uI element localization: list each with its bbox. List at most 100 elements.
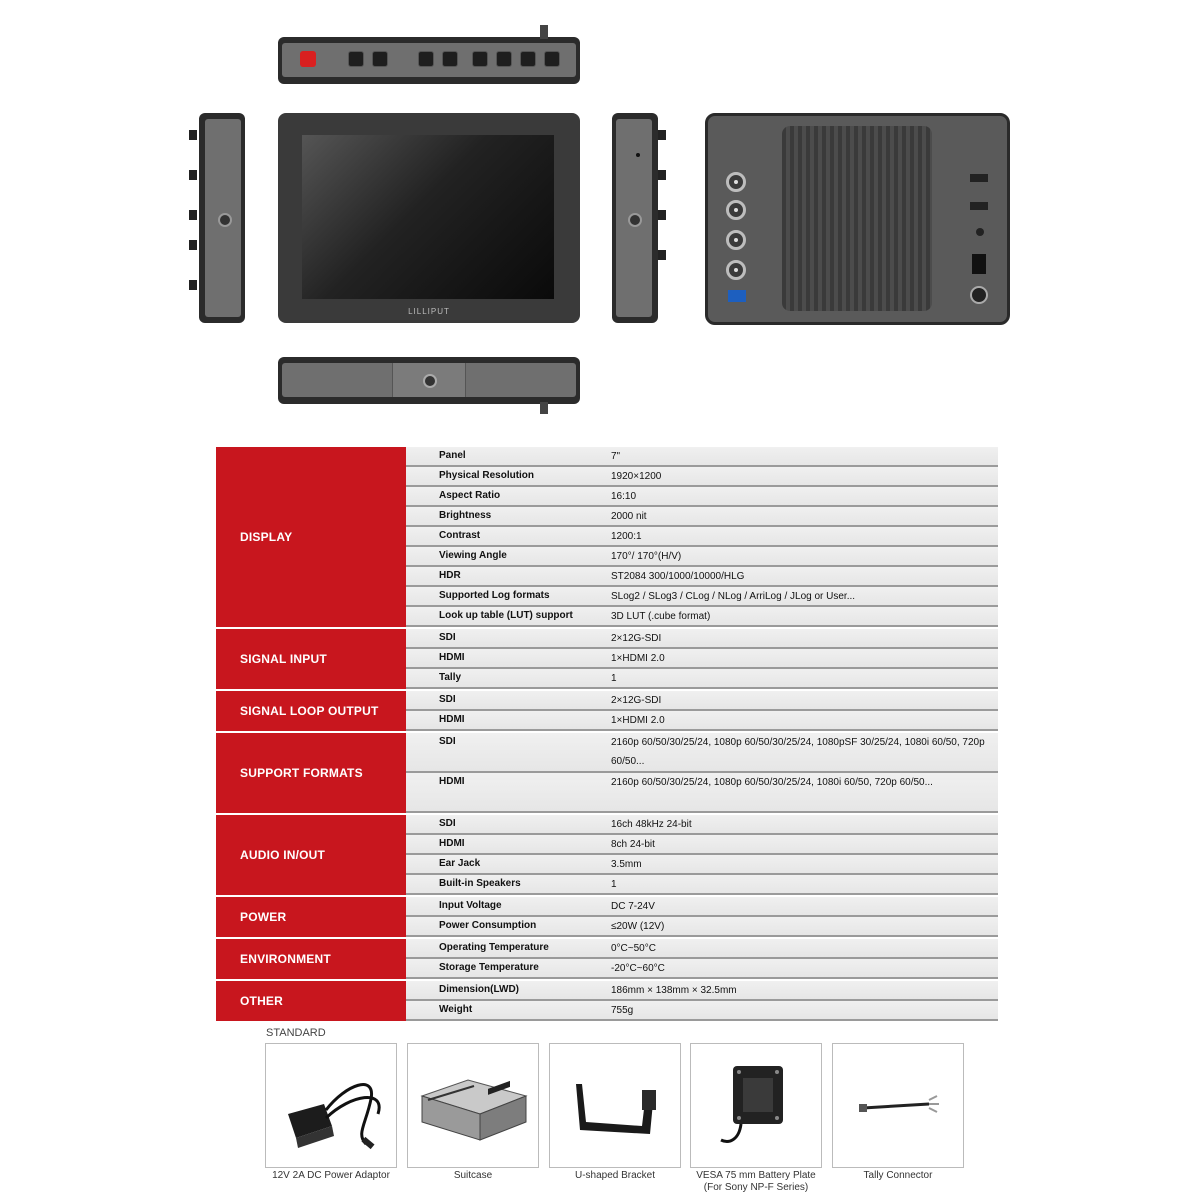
spec-group-support-formats: SUPPORT FORMATS SDI 2160p 60/50/30/25/24,…: [216, 733, 998, 815]
device-top-view: [278, 25, 580, 84]
spec-value: 3.5mm: [611, 859, 642, 870]
spec-key: SDI: [439, 694, 456, 705]
power-switch: [972, 254, 986, 274]
function-button: [544, 51, 560, 67]
spec-value: -20°C~60°C: [611, 963, 665, 974]
spec-value: 16:10: [611, 491, 637, 502]
spec-value: 1×HDMI 2.0: [611, 653, 665, 664]
accessory-caption: Tally Connector: [863, 1170, 933, 1181]
spec-key: HDMI: [439, 714, 465, 725]
device-back-view: [705, 113, 1010, 325]
spec-row: Physical Resolution 1920×1200: [406, 467, 998, 487]
function-button: [496, 51, 512, 67]
accessory-battery-plate: [690, 1043, 822, 1168]
sdi-connector: [726, 200, 746, 220]
accessory-tally-connector: [832, 1043, 964, 1168]
sdi-connector: [726, 172, 746, 192]
spec-value: 1: [611, 673, 617, 684]
function-button: [348, 51, 364, 67]
spec-row: Panel 7": [406, 447, 998, 467]
spec-category: SIGNAL INPUT: [216, 629, 406, 689]
spec-key: HDMI: [439, 652, 465, 663]
bracket-icon: [576, 1084, 656, 1134]
spec-value: ST2084 300/1000/10000/HLG: [611, 571, 745, 582]
spec-value: ≤20W (12V): [611, 921, 665, 932]
spec-key: SDI: [439, 632, 456, 643]
device-front-view: LILLIPUT: [278, 113, 580, 323]
spec-value: 7": [611, 451, 621, 462]
spec-row: SDI 2×12G-SDI: [406, 629, 998, 649]
spec-category: POWER: [216, 897, 406, 937]
spec-category: ENVIRONMENT: [216, 939, 406, 979]
spec-value: 2000 nit: [611, 511, 647, 522]
sdi-connector: [726, 260, 746, 280]
accessory-caption: Suitcase: [453, 1170, 493, 1181]
spec-value: 2×12G-SDI: [611, 633, 662, 644]
spec-key: Input Voltage: [439, 900, 502, 911]
spec-category: DISPLAY: [216, 447, 406, 627]
tally-connector-icon: [859, 1095, 939, 1113]
spec-key: Weight: [439, 1004, 473, 1015]
spec-key: Viewing Angle: [439, 550, 507, 561]
spec-row: Power Consumption ≤20W (12V): [406, 917, 998, 937]
spec-row: Tally 1: [406, 669, 998, 689]
spec-key: Look up table (LUT) support: [439, 610, 573, 621]
spec-key: Dimension(LWD): [439, 984, 519, 995]
spec-value: 0°C~50°C: [611, 943, 656, 954]
spec-key: Tally: [439, 672, 462, 683]
usb-port: [728, 290, 746, 302]
accessory-power-adapter: [265, 1043, 397, 1168]
battery-plate-icon: [720, 1066, 783, 1143]
spec-group-display: DISPLAY Panel 7" Physical Resolution 1920×…: [216, 447, 998, 629]
spec-key: Supported Log formats: [439, 590, 550, 601]
spec-category: SUPPORT FORMATS: [216, 733, 406, 813]
spec-value: 2160p 60/50/30/25/24, 1080p 60/50/30/25/…: [611, 737, 985, 767]
spec-group-other: OTHER Dimension(LWD)186mm × 138mm × 32.5…: [216, 981, 998, 1023]
function-button: [520, 51, 536, 67]
standard-accessories-label: STANDARD: [266, 1027, 326, 1039]
spec-table: DISPLAY Panel 7" Physical Resolution 1920×…: [216, 447, 998, 1023]
spec-value: 170°/ 170°(H/V): [611, 551, 682, 562]
power-button: [300, 51, 316, 67]
spec-row: Built-in Speakers 1: [406, 875, 998, 895]
spec-category: AUDIO IN/OUT: [216, 815, 406, 895]
accessory-caption: U-shaped Bracket: [574, 1170, 656, 1181]
spec-row: SDI 2160p 60/50/30/25/24, 1080p 60/50/30/…: [406, 733, 998, 773]
spec-value: 1×HDMI 2.0: [611, 715, 665, 726]
spec-row: HDMI 1×HDMI 2.0: [406, 649, 998, 669]
spec-key: Power Consumption: [439, 920, 537, 931]
spec-row: Dimension(LWD)186mm × 138mm × 32.5mm: [406, 981, 998, 1001]
spec-value: 1: [611, 879, 617, 890]
spec-key: Built-in Speakers: [439, 878, 521, 889]
spec-key: Panel: [439, 450, 466, 461]
accessory-caption: VESA 75 mm Battery Plate (For Sony NP-F …: [696, 1170, 816, 1193]
spec-key: Ear Jack: [439, 858, 481, 869]
device-right-view: [612, 113, 658, 323]
device-left-view: [199, 113, 245, 323]
spec-row: Ear Jack 3.5mm: [406, 855, 998, 875]
spec-value: 2×12G-SDI: [611, 695, 662, 706]
spec-group-signal-input: SIGNAL INPUT SDI 2×12G-SDI HDMI 1×HDMI 2.0…: [216, 629, 998, 691]
spec-key: Contrast: [439, 530, 481, 541]
accessory-bracket: [549, 1043, 681, 1168]
spec-row: HDMI 1×HDMI 2.0: [406, 711, 998, 731]
spec-key: SDI: [439, 736, 456, 747]
spec-value: 1920×1200: [611, 471, 662, 482]
spec-key: SDI: [439, 818, 456, 829]
function-button: [472, 51, 488, 67]
spec-key: Physical Resolution: [439, 470, 535, 481]
accessory-suitcase: [407, 1043, 539, 1168]
hdmi-port: [970, 202, 988, 210]
